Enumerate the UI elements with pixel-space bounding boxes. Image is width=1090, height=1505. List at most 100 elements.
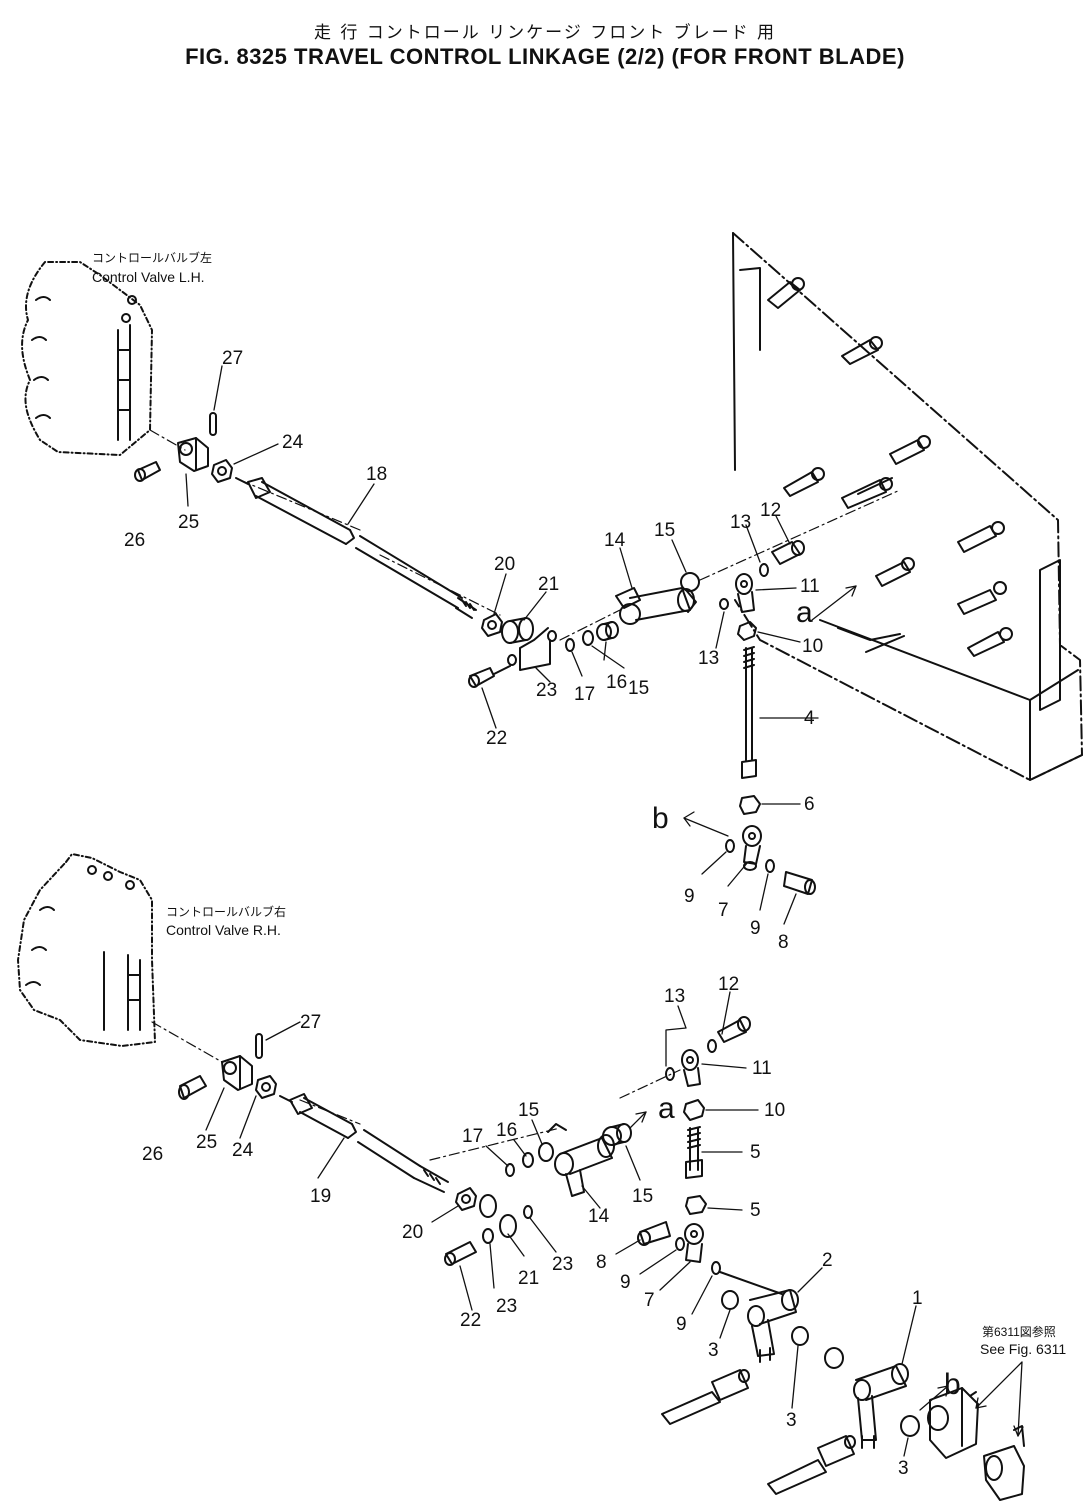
callout-25: 25 <box>178 512 199 533</box>
callout-5-lower: 5 <box>750 1200 761 1221</box>
valve-lh-label: Control Valve L.H. <box>92 269 205 285</box>
handle-shaft-part <box>661 1369 856 1495</box>
ref-b-lower: b <box>944 1368 961 1401</box>
nut-5-part <box>685 1195 707 1215</box>
rod-end-11-part <box>735 573 755 613</box>
bolt-8b-part <box>637 1221 671 1246</box>
callout-3b: 3 <box>786 1410 797 1431</box>
callout-5-upper: 5 <box>750 1142 761 1163</box>
callout-1: 1 <box>912 1288 923 1309</box>
pin-26b-part <box>178 1075 207 1100</box>
bracket-23-part <box>519 627 551 671</box>
callout-9-right: 9 <box>750 918 761 939</box>
bolt-8-part <box>783 871 816 895</box>
callout-19: 19 <box>310 1186 331 1207</box>
callout-23b-right: 23 <box>552 1254 573 1275</box>
callout-24: 24 <box>282 432 304 453</box>
see-fig-jp-label: 第6311図参照 <box>982 1324 1056 1339</box>
bolt-22-part <box>468 665 511 688</box>
callout-25b: 25 <box>196 1132 217 1153</box>
bushing-3c-part <box>824 1347 844 1369</box>
lever-1-part <box>853 1363 909 1449</box>
ref-a-upper: a <box>796 596 813 629</box>
callout-9-left: 9 <box>684 886 695 907</box>
pedal-linkage-part <box>927 1387 1025 1501</box>
bushing-21b-part <box>479 1194 517 1238</box>
callout-17: 17 <box>574 684 595 705</box>
callout-26: 26 <box>124 530 145 551</box>
nut-20b-part <box>455 1187 477 1211</box>
callout-8b: 8 <box>596 1252 607 1273</box>
washer-16-part <box>582 630 594 646</box>
callout-16: 16 <box>606 672 627 693</box>
callout-11b: 11 <box>752 1058 772 1079</box>
callout-22: 22 <box>486 728 507 749</box>
nut-10-part <box>737 621 757 641</box>
rod-4-part <box>741 646 757 779</box>
pin-26-part <box>134 461 161 482</box>
bushing-15-part <box>596 621 619 641</box>
callout-13b: 13 <box>664 986 685 1007</box>
callout-26b: 26 <box>142 1144 163 1165</box>
lever-2-part <box>719 1271 799 1363</box>
callout-14b: 14 <box>588 1206 610 1227</box>
callout-13-upper: 13 <box>730 512 751 533</box>
rod-end-11b-part <box>681 1049 701 1087</box>
callout-12: 12 <box>760 500 781 521</box>
bolt-12b-part <box>717 1016 751 1043</box>
callout-23b-left: 23 <box>496 1296 517 1317</box>
callout-27b: 27 <box>300 1012 321 1033</box>
figure-title: FIG. 8325 TRAVEL CONTROL LINKAGE (2/2) (… <box>185 44 905 69</box>
rod-end-7b-part <box>684 1223 704 1263</box>
control-valve-lh-part <box>21 261 153 456</box>
callout-10: 10 <box>802 636 823 657</box>
callout-15-upper: 15 <box>654 520 675 541</box>
nut-6-part <box>739 795 761 815</box>
rod-19-part <box>279 1093 449 1193</box>
yoke-25b-part <box>221 1055 253 1091</box>
nut-24b-part <box>255 1075 277 1099</box>
lever-14b-part <box>547 1123 615 1197</box>
bushing-21-part <box>501 617 534 644</box>
see-fig-label: See Fig. 6311 <box>980 1341 1066 1357</box>
rod-end-7-part <box>742 825 762 871</box>
callout-17b: 17 <box>462 1126 483 1147</box>
ref-b-upper: b <box>652 802 669 835</box>
frame-plate-part <box>732 232 1083 781</box>
rod-5-part <box>685 1126 703 1179</box>
yoke-25-part <box>177 437 209 472</box>
nut-10b-part <box>683 1099 705 1121</box>
bushing-3a-part <box>721 1290 739 1310</box>
callout-8: 8 <box>778 932 789 953</box>
callout-20b: 20 <box>402 1222 423 1243</box>
callout-15-lower: 15 <box>628 678 649 699</box>
callout-21b: 21 <box>518 1268 539 1289</box>
nut-20-part <box>481 613 503 637</box>
callout-21: 21 <box>538 574 559 595</box>
valve-rh-label: Control Valve R.H. <box>166 922 281 938</box>
callout-22b: 22 <box>460 1310 481 1331</box>
spring-pin-27-part <box>209 412 217 436</box>
bolt-22b-part <box>444 1241 477 1266</box>
callout-12b: 12 <box>718 974 739 995</box>
bushing-15c-part <box>602 1123 632 1146</box>
callout-3a: 3 <box>708 1340 719 1361</box>
callout-6: 6 <box>804 794 815 815</box>
bushing-3b-part <box>791 1326 809 1346</box>
valve-rh-jp-label: コントロールバルブ右 <box>166 904 286 919</box>
callout-16b: 16 <box>496 1120 517 1141</box>
callout-14: 14 <box>604 530 626 551</box>
bolt-12-part <box>771 540 805 565</box>
callout-20: 20 <box>494 554 515 575</box>
bushing-3d-part <box>900 1415 920 1437</box>
callout-13-lower: 13 <box>698 648 719 669</box>
nut-24-part <box>211 459 233 483</box>
callout-3c: 3 <box>898 1458 909 1479</box>
callout-24b: 24 <box>232 1140 254 1161</box>
callout-23: 23 <box>536 680 557 701</box>
callout-2: 2 <box>822 1250 833 1271</box>
callout-7: 7 <box>718 900 729 921</box>
callout-15b-upper: 15 <box>518 1100 539 1121</box>
callout-11: 11 <box>800 576 820 597</box>
